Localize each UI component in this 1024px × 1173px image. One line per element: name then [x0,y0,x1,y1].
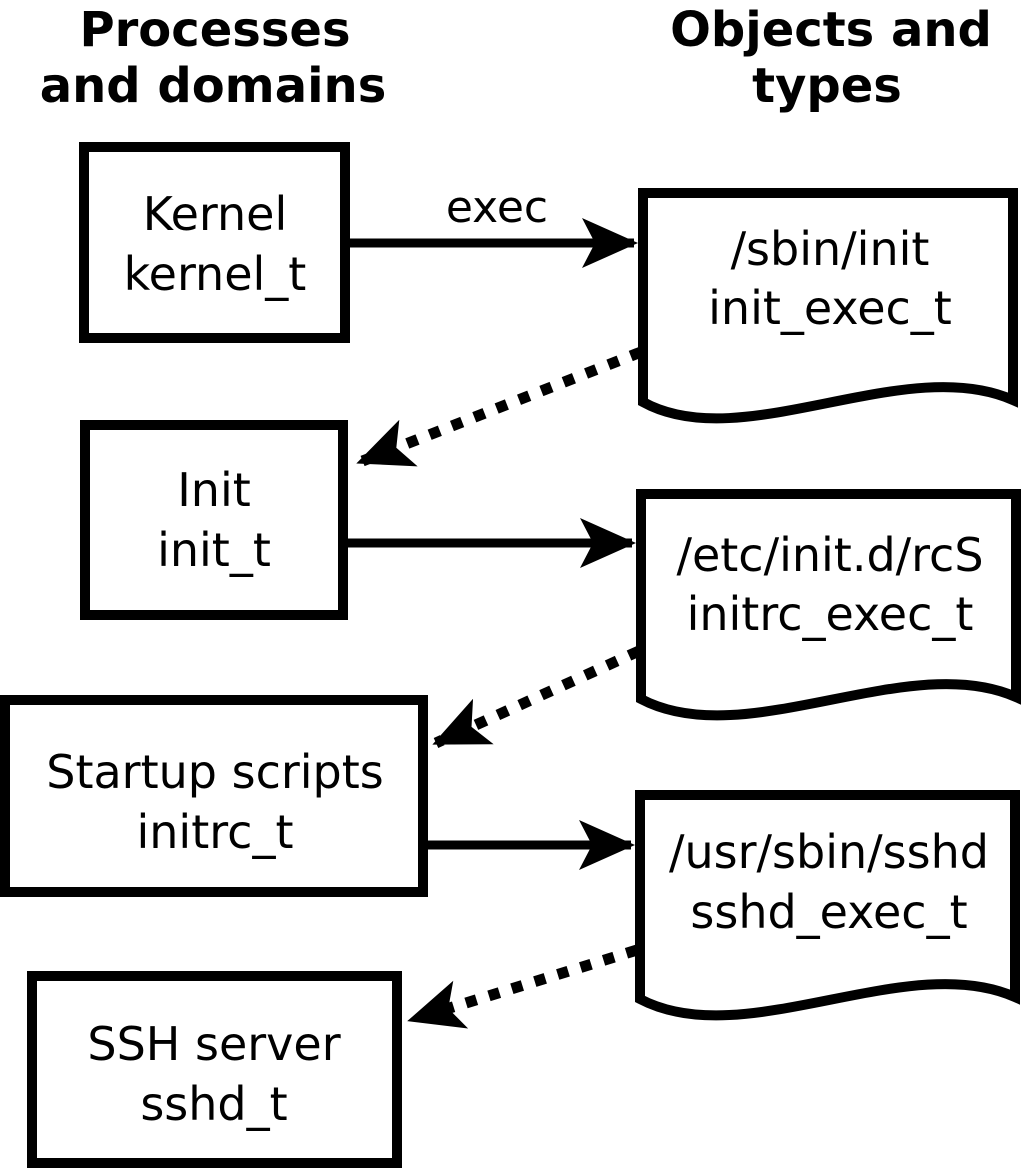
object-document-sbin-init [638,188,1018,424]
process-startup-name: Startup scripts [46,745,384,799]
transition-arrow-rcs-to-startup [432,645,642,749]
process-box-kernel [79,142,350,343]
object-sbin-init-type: init_exec_t [708,281,952,335]
object-rcs-type: initrc_exec_t [687,587,974,641]
object-rcs-path: /etc/init.d/rcS [676,528,983,582]
process-kernel-name: Kernel [143,187,288,241]
object-sshd-path: /usr/sbin/sshd [669,825,989,879]
process-box-ssh-server [27,971,402,1168]
transition-arrow-sbin-init-to-init [356,346,644,468]
right-heading-line1: Objects and [670,2,992,58]
process-ssh-domain: sshd_t [140,1077,287,1131]
process-init-name: Init [177,463,251,517]
object-sbin-init-path: /sbin/init [731,222,930,276]
process-init-domain: init_t [157,523,271,577]
process-kernel-domain: kernel_t [124,247,307,301]
exec-arrow-label: exec [446,182,548,233]
process-ssh-name: SSH server [87,1017,340,1071]
left-heading-line1: Processes [79,2,350,58]
process-startup-domain: initrc_t [137,805,294,859]
right-heading-line2: types [752,58,902,114]
left-heading-line2: and domains [40,58,387,114]
object-document-usr-sbin-sshd [635,790,1020,1021]
process-box-startup-scripts [0,695,428,897]
process-box-init [80,420,348,620]
object-sshd-type: sshd_exec_t [690,885,967,939]
transition-arrow-sshd-to-ssh-server [407,944,639,1029]
object-document-etc-initd-rcs [636,489,1021,721]
